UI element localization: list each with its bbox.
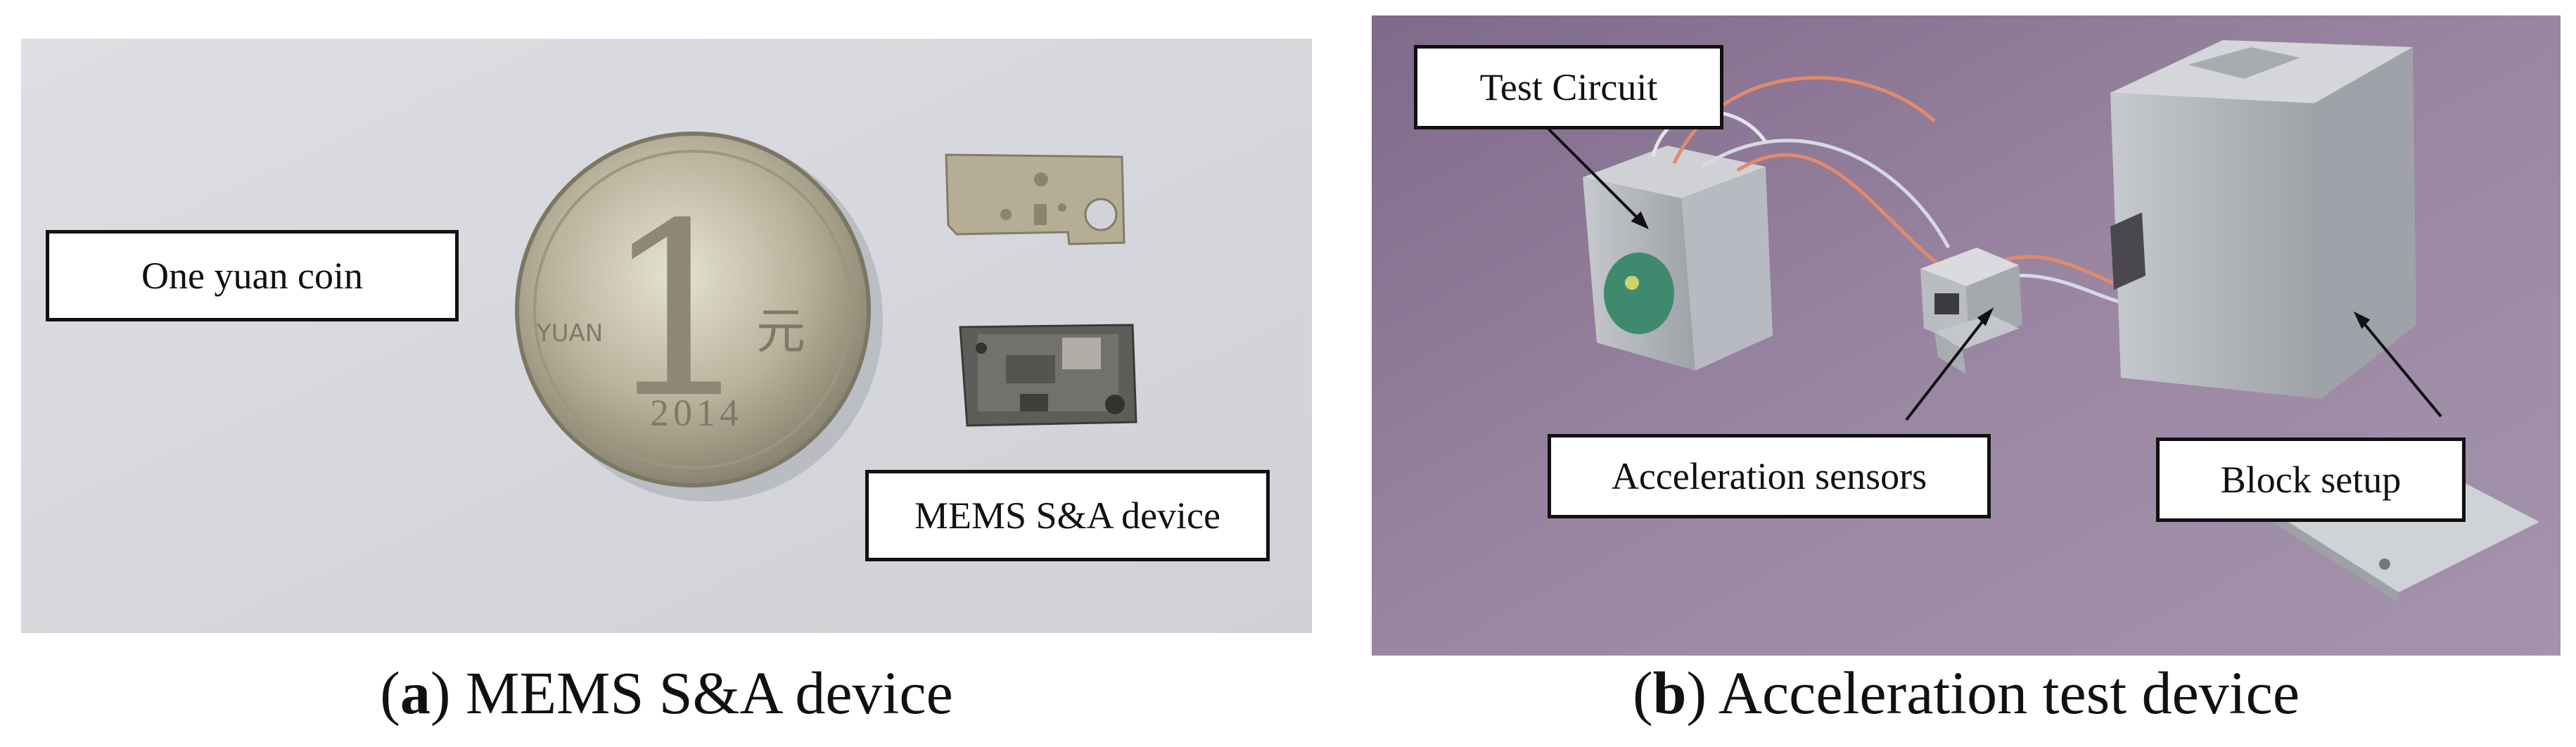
coin-numeral: 1: [603, 172, 755, 451]
mems-top-plate: [945, 153, 1126, 245]
one-yuan-coin: 1 元 YUAN 2014: [515, 132, 871, 487]
leader-arrows: [1546, 127, 2442, 421]
circuit-block: [1583, 146, 1773, 371]
acceleration-sensors-label: Acceleration sensors: [1548, 434, 1991, 518]
coin-unit-text: YUAN: [536, 319, 603, 347]
caption-b-text: Acceleration test device: [1718, 659, 2300, 727]
coin-year: 2014: [650, 392, 743, 434]
panel-a-scene: 1 元 YUAN 2014: [21, 39, 1312, 633]
block-setup-label: Block setup: [2156, 438, 2466, 522]
coin-yuan-character: 元: [756, 305, 805, 359]
panel-b-photo: Test Circuit Acceleration sensors Block …: [1372, 15, 2561, 656]
test-circuit-label: Test Circuit: [1414, 45, 1723, 129]
mems-bottom-device: [959, 324, 1137, 427]
caption-a-text: MEMS S&A device: [465, 659, 953, 727]
caption-b: (b) Acceleration test device: [1632, 659, 2300, 727]
caption-b-letter: b: [1652, 659, 1687, 727]
device-label: MEMS S&A device: [865, 470, 1270, 561]
coin-label: One yuan coin: [46, 230, 459, 321]
caption-a: (a) MEMS S&A device: [380, 659, 953, 727]
block-setup: [2110, 40, 2416, 399]
circuit-board: [1604, 253, 1674, 334]
panel-a-photo: 1 元 YUAN 2014 One yuan coin MEMS S&A dev…: [21, 39, 1312, 633]
caption-a-letter: a: [400, 659, 431, 727]
